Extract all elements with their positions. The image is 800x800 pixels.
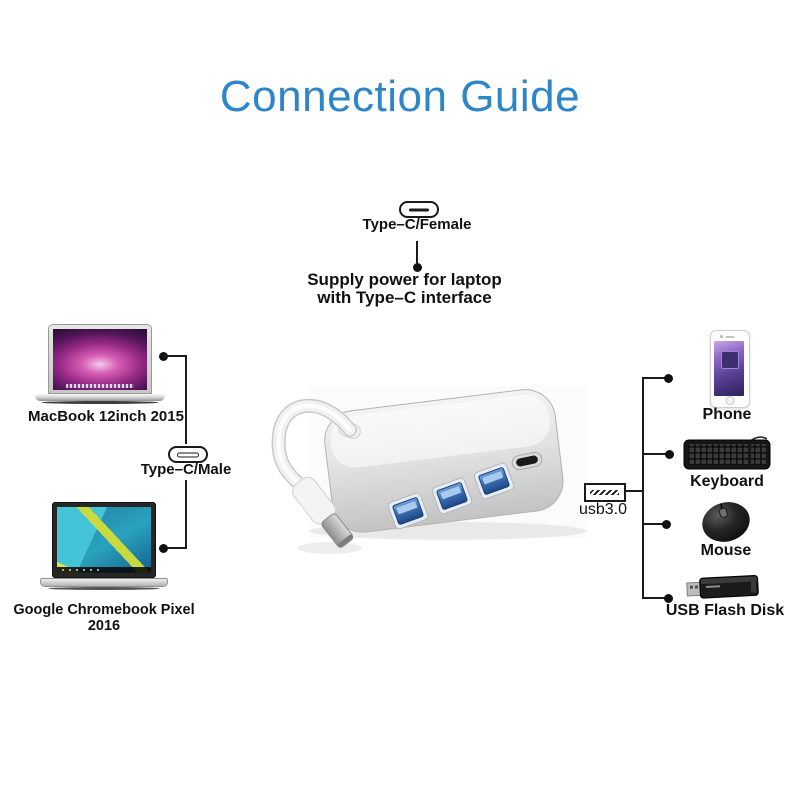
macbook-dock <box>66 384 134 388</box>
connection-dot-mouse <box>662 520 671 529</box>
mouse-scroll-wheel <box>719 507 728 518</box>
usb-flash-disk-label: USB Flash Disk <box>665 602 785 619</box>
phone-album-art <box>721 351 739 369</box>
chromebook-screen <box>52 502 156 578</box>
type-c-male-icon <box>168 446 208 463</box>
connection-dot-chromebook <box>159 544 168 553</box>
type-c-male-slot <box>177 452 199 457</box>
usb-hub-image <box>271 386 588 554</box>
type-c-female-slot <box>409 208 429 211</box>
chromebook-wallpaper <box>57 507 151 573</box>
usb-a-port-2 <box>431 477 473 515</box>
keyboard-numpad <box>751 444 766 465</box>
connector-line-top <box>416 241 418 265</box>
keyboard-label: Keyboard <box>690 473 764 490</box>
page-title: Connection Guide <box>219 72 581 121</box>
phone-label: Phone <box>702 406 752 423</box>
connection-dot-keyboard <box>665 450 674 459</box>
usb-c-male-connector <box>291 476 354 548</box>
type-c-female-icon <box>399 201 439 218</box>
connector-line-right-vertical <box>642 377 644 599</box>
phone-image <box>710 330 750 408</box>
connection-dot-top <box>413 263 422 272</box>
supply-power-note-line1: Supply power for laptop <box>307 270 502 289</box>
chromebook-image <box>40 502 168 598</box>
usb3-port-icon <box>584 483 626 502</box>
usb-a-port-3 <box>473 462 515 500</box>
chromebook-base <box>40 578 168 587</box>
macbook-screen <box>48 324 152 394</box>
connector-line-left-lower <box>185 480 187 548</box>
usb-c-cable <box>271 399 357 495</box>
connector-line-keyboard <box>644 453 669 455</box>
usb-flash-disk-image <box>686 574 759 599</box>
chromebook-shadow <box>48 587 160 590</box>
phone-speaker <box>725 336 735 338</box>
chromebook-label: Google Chromebook Pixel 2016 <box>13 602 195 634</box>
usb3-label: usb3.0 <box>578 501 628 518</box>
connector-line-left-upper <box>185 355 187 444</box>
connector-line-macbook <box>163 355 187 357</box>
phone-screen <box>714 341 744 396</box>
type-c-female-label: Type–C/Female <box>362 216 472 233</box>
flash-disk-body <box>699 574 759 599</box>
type-c-male-label: Type–C/Male <box>140 461 232 478</box>
macbook-image <box>35 324 165 410</box>
usb3-port-pins <box>590 490 619 495</box>
mouse-label: Mouse <box>700 542 752 559</box>
mouse-image <box>702 502 750 542</box>
connector-line-usb3 <box>626 490 642 492</box>
connector-line-phone <box>644 377 668 379</box>
macbook-label: MacBook 12inch 2015 <box>28 408 184 425</box>
connector-line-chromebook <box>163 547 187 549</box>
usb-a-port-1 <box>387 492 429 530</box>
connector-line-mouse <box>644 523 666 525</box>
flash-disk-plug <box>686 581 702 597</box>
phone-camera-dot <box>720 335 723 338</box>
macbook-shadow <box>41 401 159 404</box>
connection-dot-phone <box>664 374 673 383</box>
connection-dot-flashdisk <box>664 594 673 603</box>
supply-power-note-line2: with Type–C interface <box>317 288 492 307</box>
macbook-wallpaper <box>53 329 147 390</box>
mouse-body <box>702 502 750 542</box>
hub-body <box>324 389 564 533</box>
keyboard-image <box>683 436 771 470</box>
macbook-base <box>35 394 165 401</box>
connector-shadow <box>298 542 362 554</box>
usb-c-port <box>511 451 543 471</box>
keyboard-keys <box>688 444 748 465</box>
connector-line-flashdisk <box>644 597 668 599</box>
supply-power-note: Supply power for laptop with Type–C inte… <box>307 271 502 307</box>
phone-home-button <box>725 396 735 405</box>
chromebook-taskbar <box>57 567 151 573</box>
flash-disk-brand-mark <box>705 585 721 588</box>
